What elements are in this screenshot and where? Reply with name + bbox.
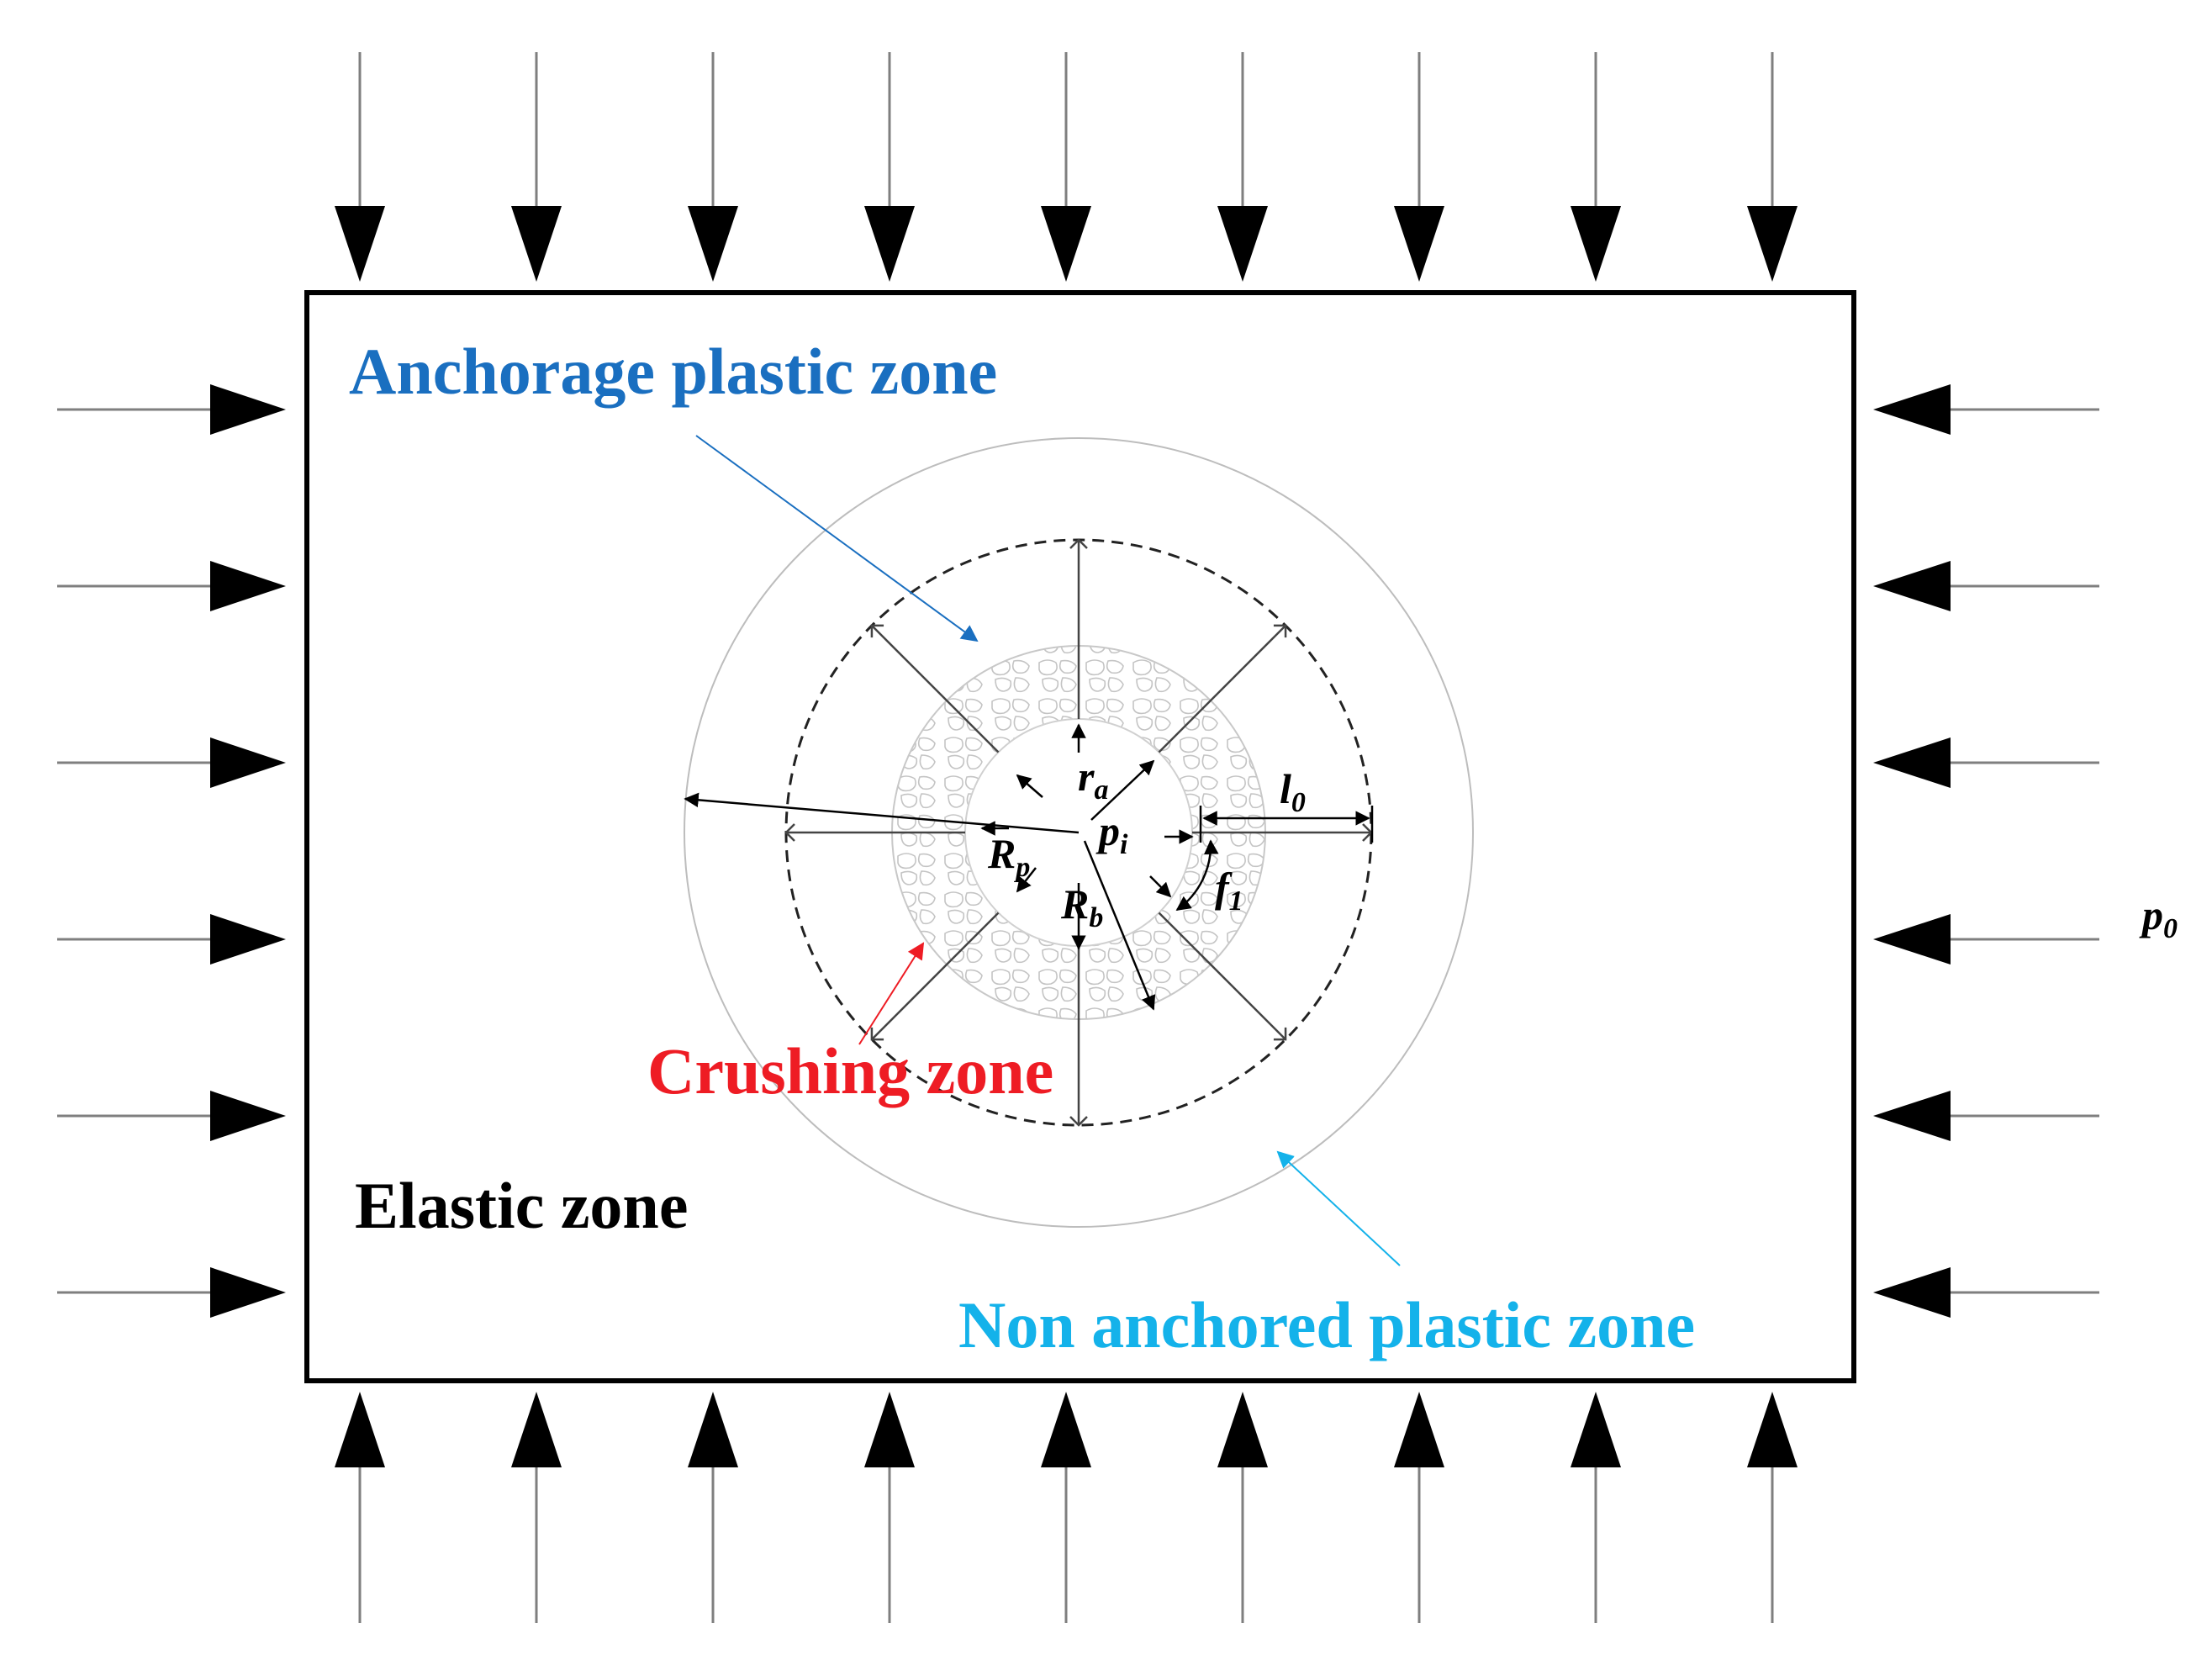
top-load-arrowhead bbox=[688, 206, 738, 282]
anchorage-leader-arrow bbox=[695, 435, 979, 642]
symbol-f1: f1 bbox=[1215, 864, 1243, 917]
anchor-bolt-head bbox=[870, 1027, 884, 1041]
bottom-load-arrowhead bbox=[864, 1392, 915, 1467]
bottom-load-arrowhead bbox=[511, 1392, 562, 1467]
symbol-rb: Rb bbox=[1060, 880, 1103, 933]
top-load-arrowhead bbox=[1747, 206, 1798, 282]
top-load-arrowhead bbox=[335, 206, 385, 282]
bottom-load-arrows bbox=[335, 1392, 1798, 1623]
bottom-load-arrowhead bbox=[1217, 1392, 1268, 1467]
anchor-bolt bbox=[1158, 912, 1286, 1040]
right-load-arrowhead bbox=[1873, 1267, 1951, 1318]
top-load-arrowhead bbox=[511, 206, 562, 282]
right-load-arrowhead bbox=[1873, 561, 1951, 611]
right-load-arrowhead bbox=[1873, 384, 1951, 435]
top-load-arrowhead bbox=[1217, 206, 1268, 282]
right-load-arrowhead bbox=[1873, 737, 1951, 788]
symbol-pi: pi bbox=[1095, 807, 1128, 860]
left-load-arrowhead bbox=[210, 737, 286, 788]
right-load-arrows bbox=[1873, 384, 2099, 1318]
non-anchored-leader-arrow bbox=[1276, 1150, 1401, 1266]
left-load-arrowhead bbox=[210, 1091, 286, 1141]
anchor-bolt-head bbox=[1069, 538, 1088, 549]
left-load-arrows bbox=[57, 384, 286, 1318]
top-load-arrowhead bbox=[1394, 206, 1444, 282]
anchor-bolt-head bbox=[784, 823, 795, 842]
bottom-load-arrowhead bbox=[1747, 1392, 1798, 1467]
anchor-bolts bbox=[784, 538, 1373, 1127]
radial-pressure-arrows bbox=[980, 723, 1194, 898]
symbol-p0: p0 bbox=[2139, 891, 2178, 944]
top-load-arrows bbox=[335, 52, 1798, 282]
anchor-bolt-head bbox=[1273, 624, 1287, 638]
crushing-leader-arrow bbox=[858, 942, 925, 1045]
non-anchored-plastic-zone-label: Non anchored plastic zone bbox=[958, 1288, 1695, 1361]
anchor-bolt-head bbox=[1069, 1116, 1088, 1127]
bolt-length-dimension bbox=[1199, 806, 1374, 843]
left-load-arrowhead bbox=[210, 1267, 286, 1318]
radius-vectors bbox=[684, 759, 1156, 1011]
left-load-arrowhead bbox=[210, 914, 286, 965]
left-load-arrowhead bbox=[210, 384, 286, 435]
symbol-l0: l0 bbox=[1280, 765, 1306, 818]
anchor-bolt-head bbox=[1273, 1027, 1287, 1041]
symbol-ra: ra bbox=[1078, 753, 1108, 806]
top-load-arrowhead bbox=[864, 206, 915, 282]
anchor-bolt bbox=[1158, 625, 1286, 753]
bottom-load-arrowhead bbox=[1571, 1392, 1621, 1467]
bottom-load-arrowhead bbox=[1041, 1392, 1091, 1467]
right-load-arrowhead bbox=[1873, 1091, 1951, 1141]
crushing-zone-label: Crushing zone bbox=[647, 1034, 1053, 1107]
top-load-arrowhead bbox=[1041, 206, 1091, 282]
anchor-bolt bbox=[871, 912, 1000, 1040]
top-load-arrowhead bbox=[1571, 206, 1621, 282]
angle-arc bbox=[1175, 839, 1219, 912]
anchorage-plastic-zone-label: Anchorage plastic zone bbox=[349, 335, 997, 408]
elastic-zone-label: Elastic zone bbox=[355, 1169, 688, 1242]
anchor-bolt-head bbox=[870, 624, 884, 638]
symbol-rp: Rp bbox=[987, 830, 1030, 883]
left-load-arrowhead bbox=[210, 561, 286, 611]
bottom-load-arrowhead bbox=[335, 1392, 385, 1467]
right-load-arrowhead bbox=[1873, 914, 1951, 965]
non-anchored-plastic-zone-ring bbox=[684, 437, 1474, 1228]
anchor-bolt bbox=[871, 625, 1000, 753]
bottom-load-arrowhead bbox=[1394, 1392, 1444, 1467]
bottom-load-arrowhead bbox=[688, 1392, 738, 1467]
